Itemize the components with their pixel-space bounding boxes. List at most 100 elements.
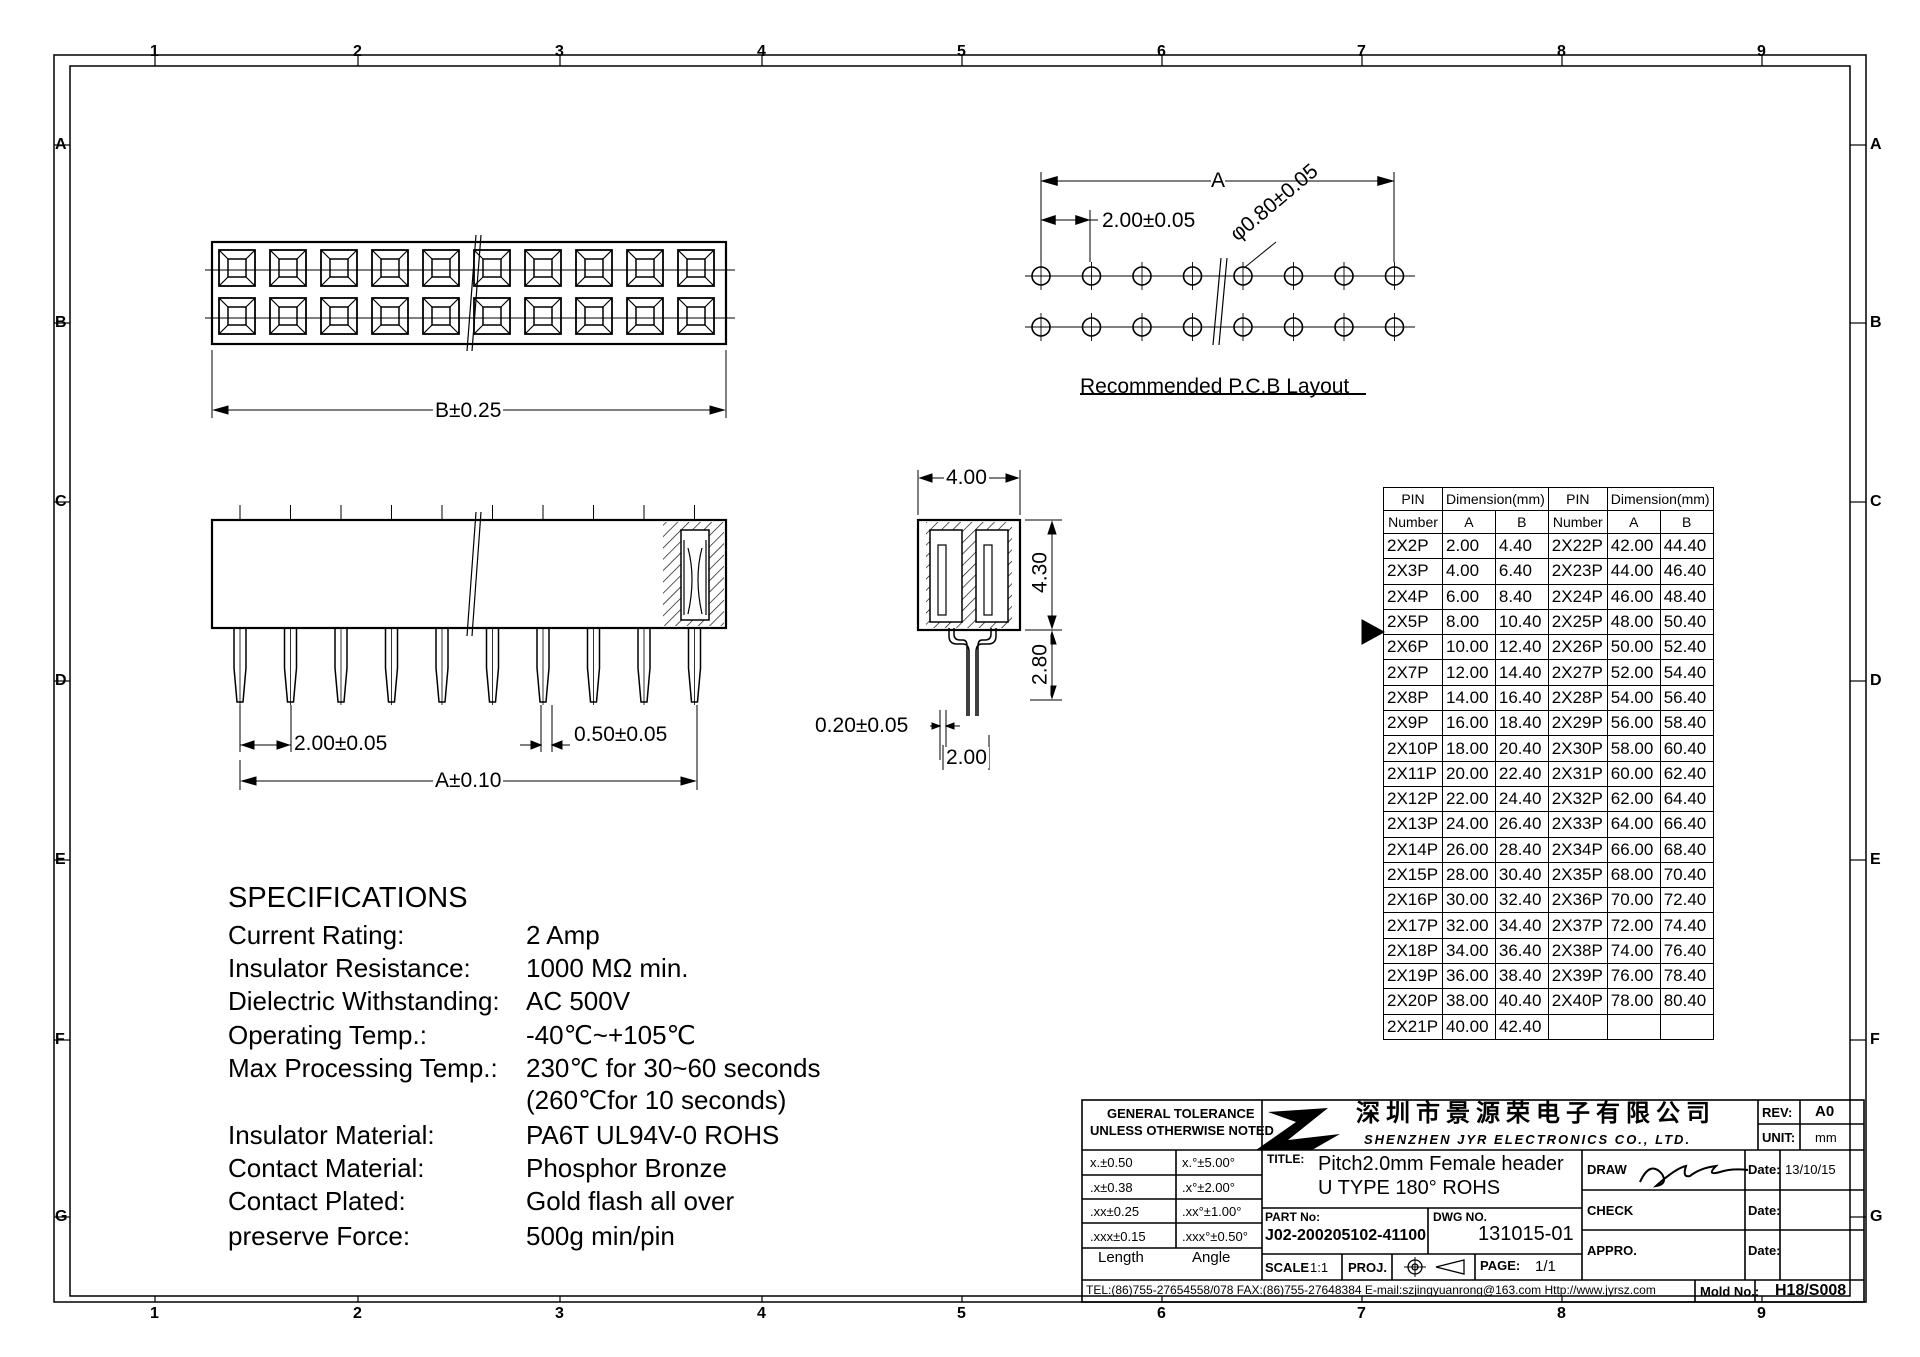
table-cell: 66.00 [1606, 836, 1661, 863]
proj-label: PROJ. [1348, 1260, 1388, 1275]
table-cell: 62.00 [1606, 785, 1661, 813]
table-cell [1606, 1013, 1661, 1040]
front-pitch-label: 2.00±0.05 [294, 732, 388, 755]
spec-key: Max Processing Temp.: [228, 1053, 498, 1083]
table-cell: 58.00 [1606, 735, 1661, 762]
ruler-col-3: 3 [555, 43, 564, 60]
table-cell: 2X29P [1547, 710, 1608, 737]
ruler-row-C: C [1870, 493, 1882, 510]
drawing-title-1: Pitch2.0mm Female header [1318, 1153, 1564, 1175]
ruler-col-2: 2 [353, 43, 362, 60]
table-cell: 60.00 [1606, 760, 1661, 787]
socket-cell [575, 249, 613, 287]
table-cell: 74.00 [1606, 937, 1661, 965]
table-cell: 2X27P [1547, 659, 1608, 686]
table-cell: 46.00 [1606, 583, 1661, 610]
socket-cell [575, 297, 613, 335]
table-cell: 2X36P [1547, 887, 1608, 914]
table-cell: 2X8P [1383, 684, 1443, 712]
table-cell: 16.40 [1494, 684, 1549, 712]
table-cell: 18.00 [1442, 735, 1496, 762]
table-cell: 2.00 [1442, 532, 1496, 560]
table-cell: 2X10P [1383, 735, 1443, 762]
table-cell: 42.00 [1606, 532, 1661, 560]
spec-key: Contact Plated: [228, 1186, 406, 1216]
socket-cell [269, 297, 307, 335]
spec-row: Dielectric Withstanding:AC 500V [228, 986, 630, 1017]
side-height-label: 4.30 [1029, 542, 1052, 603]
ruler-row-F: F [55, 1031, 65, 1048]
table-cell: 2X38P [1547, 937, 1608, 965]
table-cell: 2X32P [1547, 785, 1608, 813]
ruler-col-6: 6 [1157, 1305, 1166, 1322]
pcb-pitch-label: 2.00±0.05 [1102, 209, 1196, 232]
table-cell: 54.00 [1606, 684, 1661, 712]
table-cell: 64.00 [1606, 811, 1661, 838]
ruler-row-C: C [55, 493, 67, 510]
table-cell: 2X14P [1383, 836, 1443, 863]
table-cell: 2X31P [1547, 760, 1608, 787]
table-cell: 78.40 [1659, 963, 1714, 990]
socket-cell [371, 249, 409, 287]
table-cell: 2X37P [1547, 912, 1608, 939]
table-cell: 2X3P [1383, 558, 1443, 585]
dwg-no-value: 131015-01 [1478, 1223, 1574, 1245]
check-label: CHECK [1587, 1203, 1634, 1218]
part-no-label: PART No: [1265, 1210, 1321, 1224]
spec-key: preserve Force: [228, 1221, 411, 1251]
table-cell: 8.00 [1442, 608, 1496, 636]
ruler-col-1: 1 [150, 1305, 159, 1322]
header-number-1: Number [1383, 510, 1443, 534]
table-cell: 62.40 [1659, 760, 1714, 787]
spec-row: Current Rating:2 Amp [228, 920, 600, 951]
table-cell: 70.00 [1606, 887, 1661, 914]
table-cell: 56.00 [1606, 710, 1661, 737]
mold-label: Mold No.: [1700, 1284, 1760, 1299]
table-cell: 58.40 [1659, 710, 1714, 737]
front-view [210, 505, 728, 790]
ruler-col-7: 7 [1357, 43, 1366, 60]
table-cell: 60.40 [1659, 735, 1714, 762]
spec-key: Contact Material: [228, 1153, 425, 1183]
table-cell: 12.00 [1442, 659, 1496, 686]
table-cell: 68.40 [1659, 836, 1714, 863]
table-cell: 2X17P [1383, 912, 1443, 939]
outer-border [53, 54, 1867, 1303]
table-cell: 50.40 [1659, 608, 1714, 636]
table-cell: 4.00 [1442, 558, 1496, 585]
spec-row: Contact Material: Phosphor Bronze [228, 1153, 727, 1184]
draw-label: DRAW [1587, 1162, 1627, 1177]
pcb-layout-caption: Recommended P.C.B Layout [1080, 375, 1350, 398]
side-view [916, 470, 1062, 770]
table-cell: 26.00 [1442, 836, 1496, 863]
ruler-col-5: 5 [957, 43, 966, 60]
mold-value: H18/S008 [1775, 1282, 1847, 1299]
header-number-2: Number [1547, 510, 1608, 534]
front-pin [384, 628, 399, 705]
date-label-draw: Date: [1748, 1162, 1781, 1177]
spec-value: Phosphor Bronze [526, 1153, 727, 1183]
unit-value: mm [1815, 1130, 1837, 1145]
table-cell: 50.00 [1606, 634, 1661, 661]
table-cell: 8.40 [1494, 583, 1549, 610]
side-row-pitch-label: 2.00 [944, 746, 989, 769]
tolerance-value: .x°±2.00° [1182, 1179, 1235, 1195]
spec-value: AC 500V [526, 986, 631, 1016]
b-dimension-label: B±0.25 [433, 399, 504, 422]
company-name-cn: 深圳市景源荣电子有限公司 [1356, 1100, 1716, 1127]
header-pin-2: PIN [1547, 487, 1608, 511]
table-cell: 2X2P [1383, 532, 1443, 560]
company-logo [1256, 1108, 1340, 1150]
front-pin [283, 628, 298, 705]
table-cell: 54.40 [1659, 659, 1714, 686]
tolerance-title-2: UNLESS OTHERWISE NOTED [1090, 1123, 1274, 1138]
title-label: TITLE: [1267, 1152, 1305, 1166]
spec-value: 500g min/pin [526, 1221, 675, 1251]
table-cell: 2X13P [1383, 811, 1443, 838]
socket-cell [677, 249, 715, 287]
